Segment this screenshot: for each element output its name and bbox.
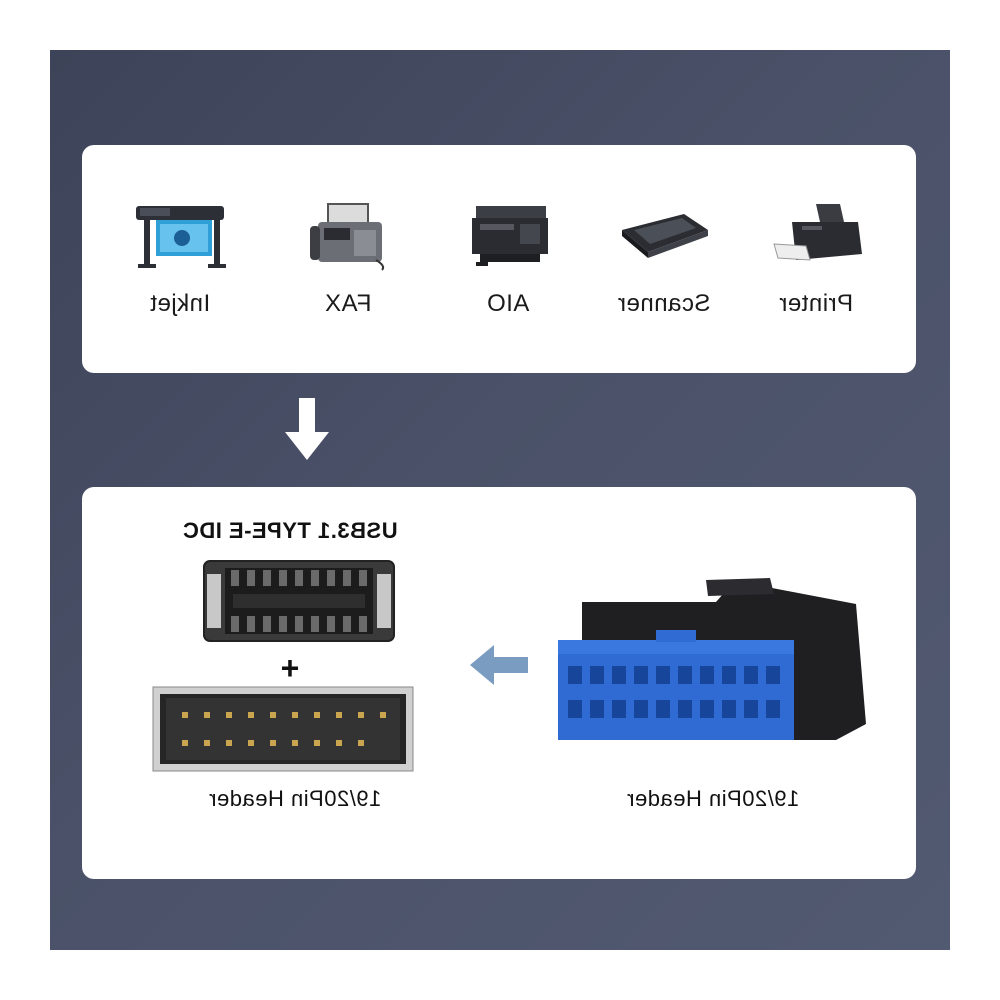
usb-header-connector-icon bbox=[558, 578, 866, 740]
device-printer: Printer bbox=[756, 200, 876, 330]
plus-sign: + bbox=[280, 650, 300, 686]
all-in-one-printer-icon bbox=[472, 206, 548, 266]
idc-connector-icon bbox=[203, 560, 395, 642]
device-label-printer: Printer bbox=[778, 290, 854, 317]
printer-icon bbox=[773, 204, 862, 261]
device-inkjet: Inkjet bbox=[120, 200, 240, 330]
idc-connector-title: USB3.1 TYPE-E IDC bbox=[182, 518, 398, 543]
fax-machine-icon bbox=[310, 203, 385, 271]
pin-header-icon bbox=[152, 686, 414, 772]
device-label-aio: AIO bbox=[486, 290, 530, 317]
device-aio: AIO bbox=[448, 200, 568, 330]
device-fax: FAX bbox=[288, 200, 408, 330]
left-arrow-icon bbox=[470, 645, 528, 685]
device-label-scanner: Scanner bbox=[617, 290, 711, 317]
inkjet-plotter-icon bbox=[136, 206, 226, 268]
left-header-label: 19/20Pin Header bbox=[208, 786, 382, 811]
scanner-icon bbox=[622, 214, 708, 258]
device-label-fax: FAX bbox=[324, 290, 372, 317]
device-label-inkjet: Inkjet bbox=[149, 290, 211, 317]
right-header-label: 19/20Pin Header bbox=[626, 786, 800, 811]
down-arrow-icon bbox=[285, 398, 329, 460]
device-scanner: Scanner bbox=[604, 200, 724, 330]
